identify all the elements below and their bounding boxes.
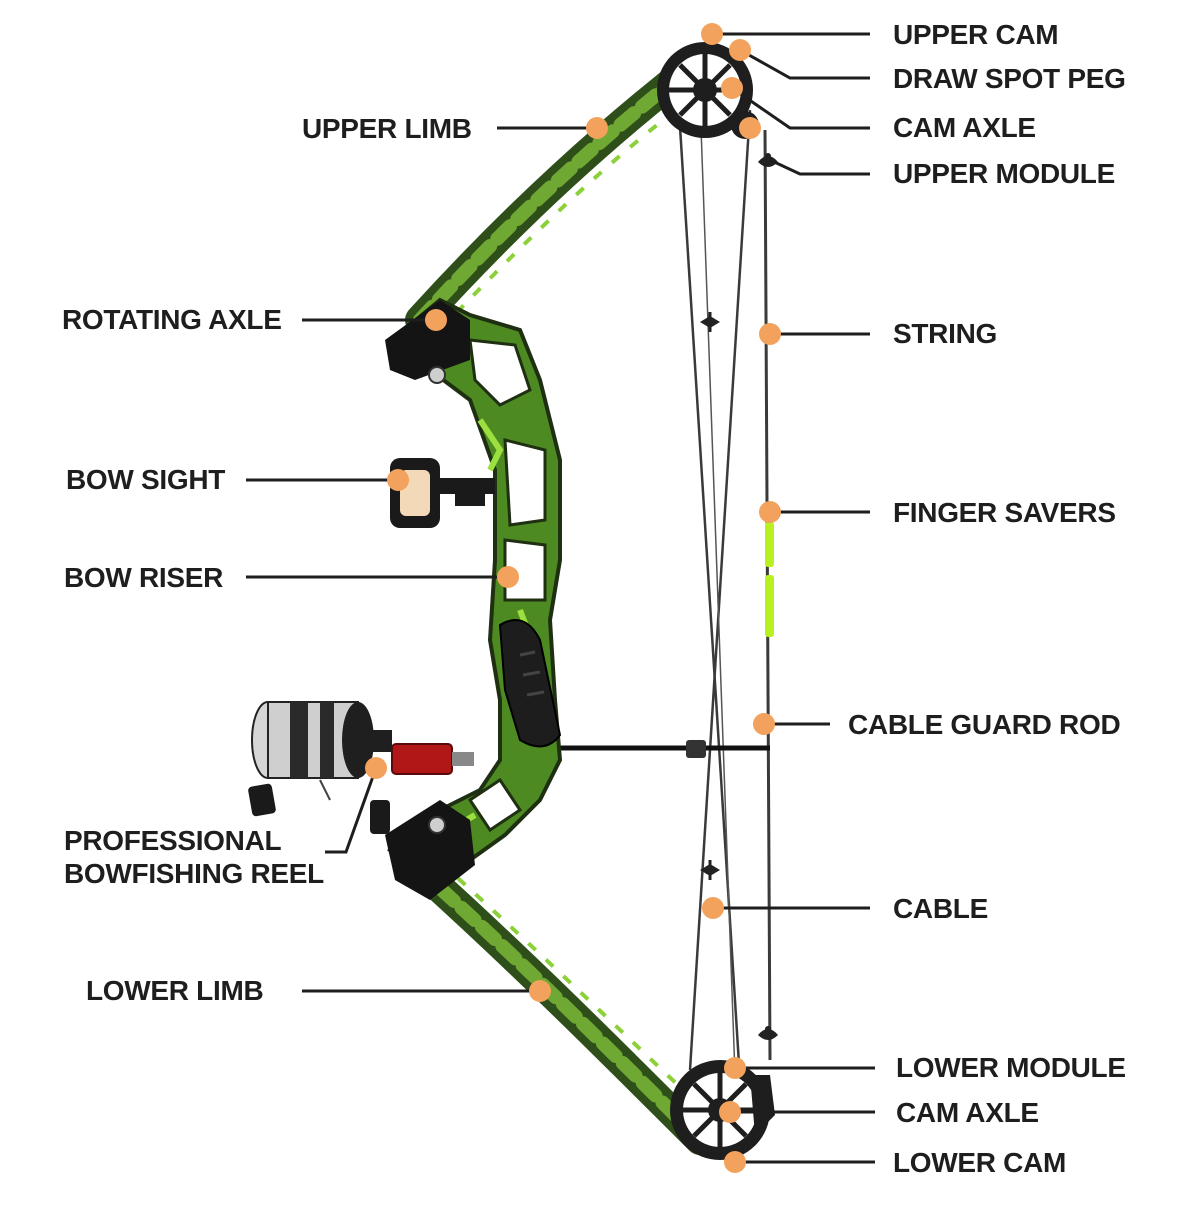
upper-module-part <box>758 153 778 167</box>
dot-bowfishing-reel <box>365 757 387 779</box>
label-lower-limb: LOWER LIMB <box>86 975 264 1006</box>
leader-upper-module <box>769 158 870 176</box>
dot-draw-spot-peg <box>729 39 751 61</box>
dot-rotating-axle <box>425 309 447 331</box>
dot-cable-guard-rod <box>753 713 775 735</box>
dot-lower-limb <box>529 980 551 1002</box>
lower-limb-part <box>405 855 722 1155</box>
label-upper-limb: UPPER LIMB <box>302 113 472 144</box>
leader-lines <box>246 32 875 1164</box>
leader-cam-axle-upper <box>731 86 870 130</box>
cable-slide-lower <box>700 860 720 880</box>
label-finger-savers: FINGER SAVERS <box>893 497 1116 528</box>
label-bowfishing-reel-line1: PROFESSIONAL <box>64 825 282 856</box>
dot-upper-module <box>739 117 761 139</box>
dot-lower-cam <box>724 1151 746 1173</box>
label-upper-cam: UPPER CAM <box>893 19 1059 50</box>
dot-string <box>759 323 781 345</box>
dot-bow-riser <box>497 566 519 588</box>
finger-savers <box>765 522 774 637</box>
label-cam-axle-upper: CAM AXLE <box>893 112 1036 143</box>
upper-cam-part <box>657 42 759 139</box>
leader-draw-spot-peg <box>739 48 870 80</box>
dot-upper-cam <box>701 23 723 45</box>
label-cam-axle-lower: CAM AXLE <box>896 1097 1039 1128</box>
label-rotating-axle: ROTATING AXLE <box>62 304 282 335</box>
dot-finger-savers <box>759 501 781 523</box>
label-bow-riser: BOW RISER <box>64 562 224 593</box>
label-upper-module: UPPER MODULE <box>893 158 1115 189</box>
label-cable: CABLE <box>893 893 988 924</box>
lower-limb-pocket <box>385 800 475 900</box>
callout-dots <box>365 23 781 1173</box>
dot-bow-sight <box>387 469 409 491</box>
cable-guard-rod <box>540 740 770 758</box>
label-bow-sight: BOW SIGHT <box>66 464 226 495</box>
label-cable-guard-rod: CABLE GUARD ROD <box>848 709 1121 740</box>
bowfishing-reel-part <box>248 701 474 834</box>
grip-part <box>498 619 562 748</box>
dot-cam-axle-upper <box>721 77 743 99</box>
lower-module-part <box>758 1026 778 1040</box>
label-lower-module: LOWER MODULE <box>896 1052 1126 1083</box>
dot-upper-limb <box>586 117 608 139</box>
dot-lower-module <box>724 1057 746 1079</box>
bow-riser-part <box>386 297 563 883</box>
label-bowfishing-reel-line2: BOWFISHING REEL <box>64 858 324 889</box>
bow-cables <box>676 94 752 1081</box>
label-lower-cam: LOWER CAM <box>893 1147 1067 1178</box>
leader-bowfishing-reel <box>325 767 378 854</box>
dot-cable <box>702 897 724 919</box>
bow-sight-part <box>390 458 495 528</box>
cable-slide-upper <box>700 312 720 332</box>
upper-limb-pocket <box>385 300 470 384</box>
dot-cam-axle-lower <box>719 1101 741 1123</box>
label-string: STRING <box>893 318 997 349</box>
label-draw-spot-peg: DRAW SPOT PEG <box>893 63 1126 94</box>
